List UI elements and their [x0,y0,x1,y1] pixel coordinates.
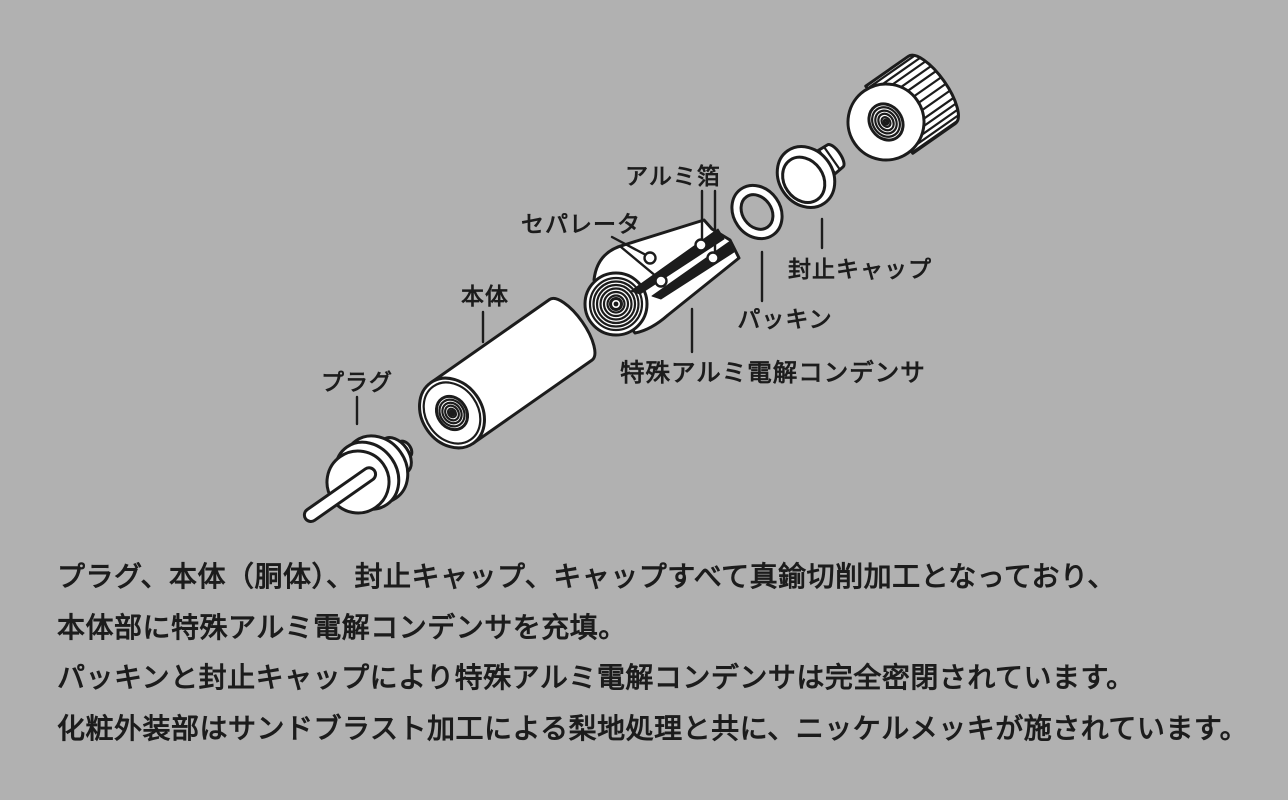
label-sealing-cap: 封止キャップ [788,257,932,283]
description-line-4: 化粧外装部はサンドブラスト加工による梨地処理と共に、ニッケルメッキが施されていま… [57,711,1249,745]
label-plug: プラグ [321,369,393,396]
callouts [355,189,824,426]
capacitor-roll-face [583,271,649,337]
description-line-2: 本体部に特殊アルミ電解コンデンサを充填。 [57,610,627,644]
leader-separator-2 [619,245,659,279]
label-separator: セパレータ [521,212,641,238]
body-part [418,296,597,450]
foil-dot-2 [706,251,720,265]
description-block: プラグ、本体（胴体）、封止キャップ、キャップすべて真鍮切削加工となっており、 本… [57,552,1257,754]
threaded-hole-icon [867,102,905,142]
leader-separator-1 [610,235,648,257]
label-packing: パッキン [737,307,832,333]
plug-pin [302,466,378,523]
plug-part [302,434,414,523]
label-capacitor: 特殊アルミ電解コンデンサ [620,358,926,387]
knurled-cap-part [846,53,960,162]
diagram-labels: プラグ 本体 セパレータ アルミ箔 特殊アルミ電解コンデンサ パッキン 封止キャ… [321,163,932,396]
separator-dot-1 [643,251,657,265]
sealing-cap-part [775,143,846,209]
description-line-1: プラグ、本体（胴体）、封止キャップ、キャップすべて真鍮切削加工となっており、 [57,560,1116,593]
packing-part [730,183,784,241]
label-aluminum-foil: アルミ箔 [625,163,721,190]
label-body: 本体 [461,284,509,310]
description-line-3: パッキンと封止キャップにより特殊アルミ電解コンデンサは完全密閉されています。 [57,661,1135,694]
separator-dot-2 [654,274,668,288]
foil-dot-1 [694,238,708,252]
threaded-hole-icon [434,394,470,432]
